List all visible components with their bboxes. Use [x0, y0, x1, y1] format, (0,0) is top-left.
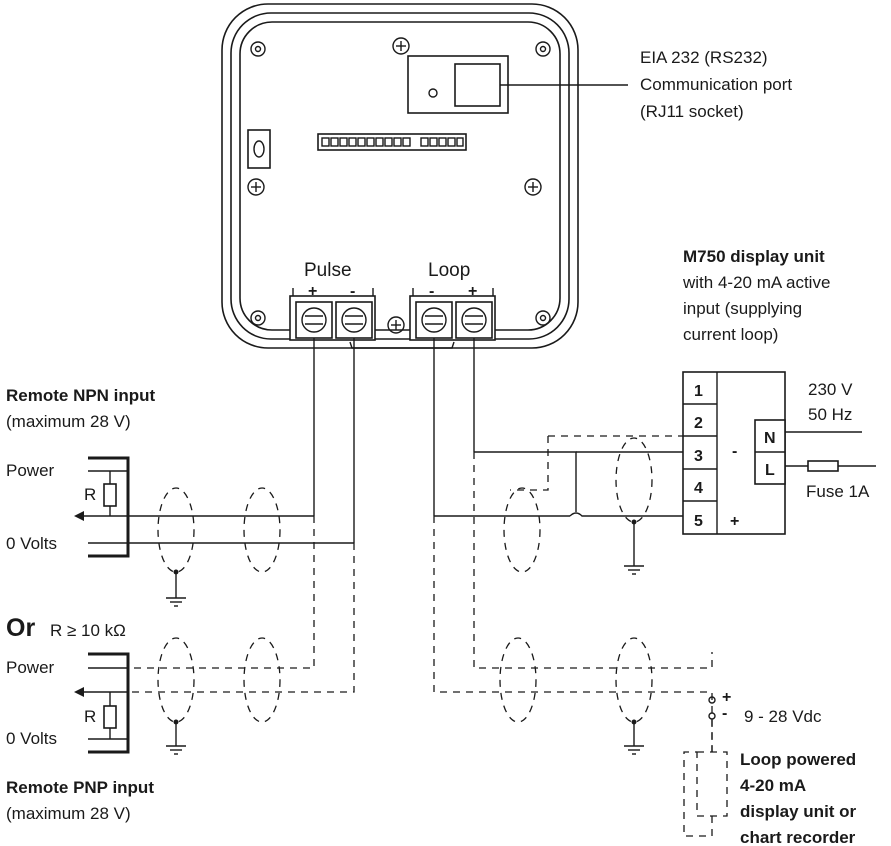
m750-desc1: with 4-20 mA active [682, 273, 830, 292]
loop-label: Loop [428, 260, 470, 281]
r-condition: R ≥ 10 kΩ [50, 621, 126, 640]
npn-wiring [128, 338, 355, 544]
npn-title: Remote NPN input [6, 386, 156, 405]
pulse-minus-label: - [350, 283, 355, 300]
pnp-power-label: Power [6, 658, 55, 677]
m750-terminal-5: 5 [694, 513, 703, 530]
loop-display-line1: Loop powered [740, 750, 856, 769]
rs232-label-line2: Communication port [640, 75, 792, 94]
or-label: Or [6, 614, 35, 642]
rj11-socket [407, 55, 509, 114]
device-housing [221, 3, 579, 349]
supply-plus: + [722, 689, 731, 706]
rs232-label-line1: EIA 232 (RS232) [640, 48, 768, 67]
ground-icon [166, 519, 644, 755]
npn-r-label: R [84, 485, 96, 504]
m750-minus: - [732, 443, 737, 460]
loop-terminal-block [409, 288, 496, 341]
supply-voltage: 9 - 28 Vdc [744, 707, 822, 726]
pnp-device [74, 652, 130, 754]
mains-frequency: 50 Hz [808, 405, 852, 424]
pnp-wiring [128, 516, 355, 693]
switch [247, 129, 271, 169]
supply-minus: - [722, 705, 727, 722]
npn-device [74, 456, 130, 558]
loop-plus-label: + [468, 283, 477, 300]
cable-shields [157, 437, 653, 723]
m750-l-terminal: L [765, 462, 775, 479]
m750-desc3: current loop) [683, 325, 778, 344]
fuse-symbol [807, 460, 839, 472]
m750-title: M750 display unit [683, 247, 825, 266]
mains-voltage: 230 V [808, 380, 853, 399]
m750-terminal-2: 2 [694, 415, 703, 432]
m750-plus: + [730, 513, 739, 530]
npn-power-label: Power [6, 461, 55, 480]
m750-terminal-box [682, 371, 786, 535]
m750-n-terminal: N [764, 430, 776, 447]
pnp-r-label: R [84, 707, 96, 726]
m750-terminal-4: 4 [694, 480, 703, 497]
m750-terminal-1: 1 [694, 383, 703, 400]
loop-display-line2: 4-20 mA [740, 776, 806, 795]
npn-zero-volts-label: 0 Volts [6, 534, 57, 553]
m750-desc2: input (supplying [683, 299, 802, 318]
dc-supply-terminals [708, 696, 716, 720]
m750-shield-wiring [510, 435, 683, 491]
pnp-zero-volts-label: 0 Volts [6, 729, 57, 748]
loop-display-line3: display unit or [740, 802, 857, 821]
loop-minus-label: - [429, 283, 434, 300]
pnp-note: (maximum 28 V) [6, 804, 131, 823]
rs232-label-line3: (RJ11 socket) [640, 102, 744, 121]
npn-note: (maximum 28 V) [6, 412, 131, 431]
fuse-label: Fuse 1A [806, 482, 870, 501]
loop-powered-wiring [433, 452, 728, 837]
loop-display-line4: chart recorder [740, 828, 856, 846]
phillips-screw-icon [247, 37, 542, 334]
pulse-terminal-block [289, 288, 376, 341]
connector-strip [317, 133, 467, 151]
pnp-title: Remote PNP input [6, 778, 154, 797]
pulse-label: Pulse [304, 260, 352, 281]
pulse-plus-label: + [308, 283, 317, 300]
m750-terminal-3: 3 [694, 448, 703, 465]
m750-loop-wiring [433, 338, 683, 517]
